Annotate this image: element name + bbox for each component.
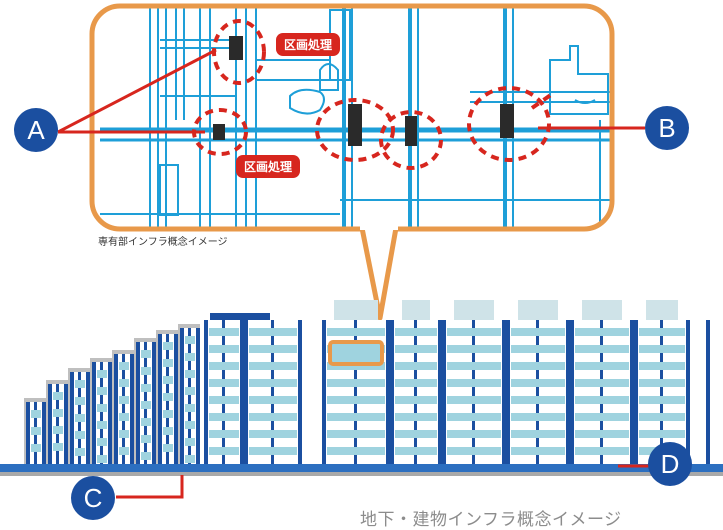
highlighted-unit [328,340,384,366]
section-tag-upper: 区画処理 [276,33,341,56]
leader-lines [57,48,645,134]
buildings [24,300,710,464]
section-tag-lower: 区画処理 [236,155,301,178]
main-caption: 地下・建物インフラ概念イメージ [360,510,622,530]
marker-c: C [71,476,115,520]
detail-frame [89,3,615,232]
detail-frame-border [89,3,615,232]
section-devices [213,36,514,146]
marker-a: A [14,108,58,152]
detail-caption: 専有部インフラ概念イメージ [98,237,228,248]
marker-d: D [648,442,692,486]
pipe-network [100,6,612,229]
underground-pipe [0,464,723,476]
leader-lines-lower [116,464,650,499]
roof-structure [210,313,270,320]
callout-pointer [359,224,399,321]
marker-b: B [645,106,689,150]
